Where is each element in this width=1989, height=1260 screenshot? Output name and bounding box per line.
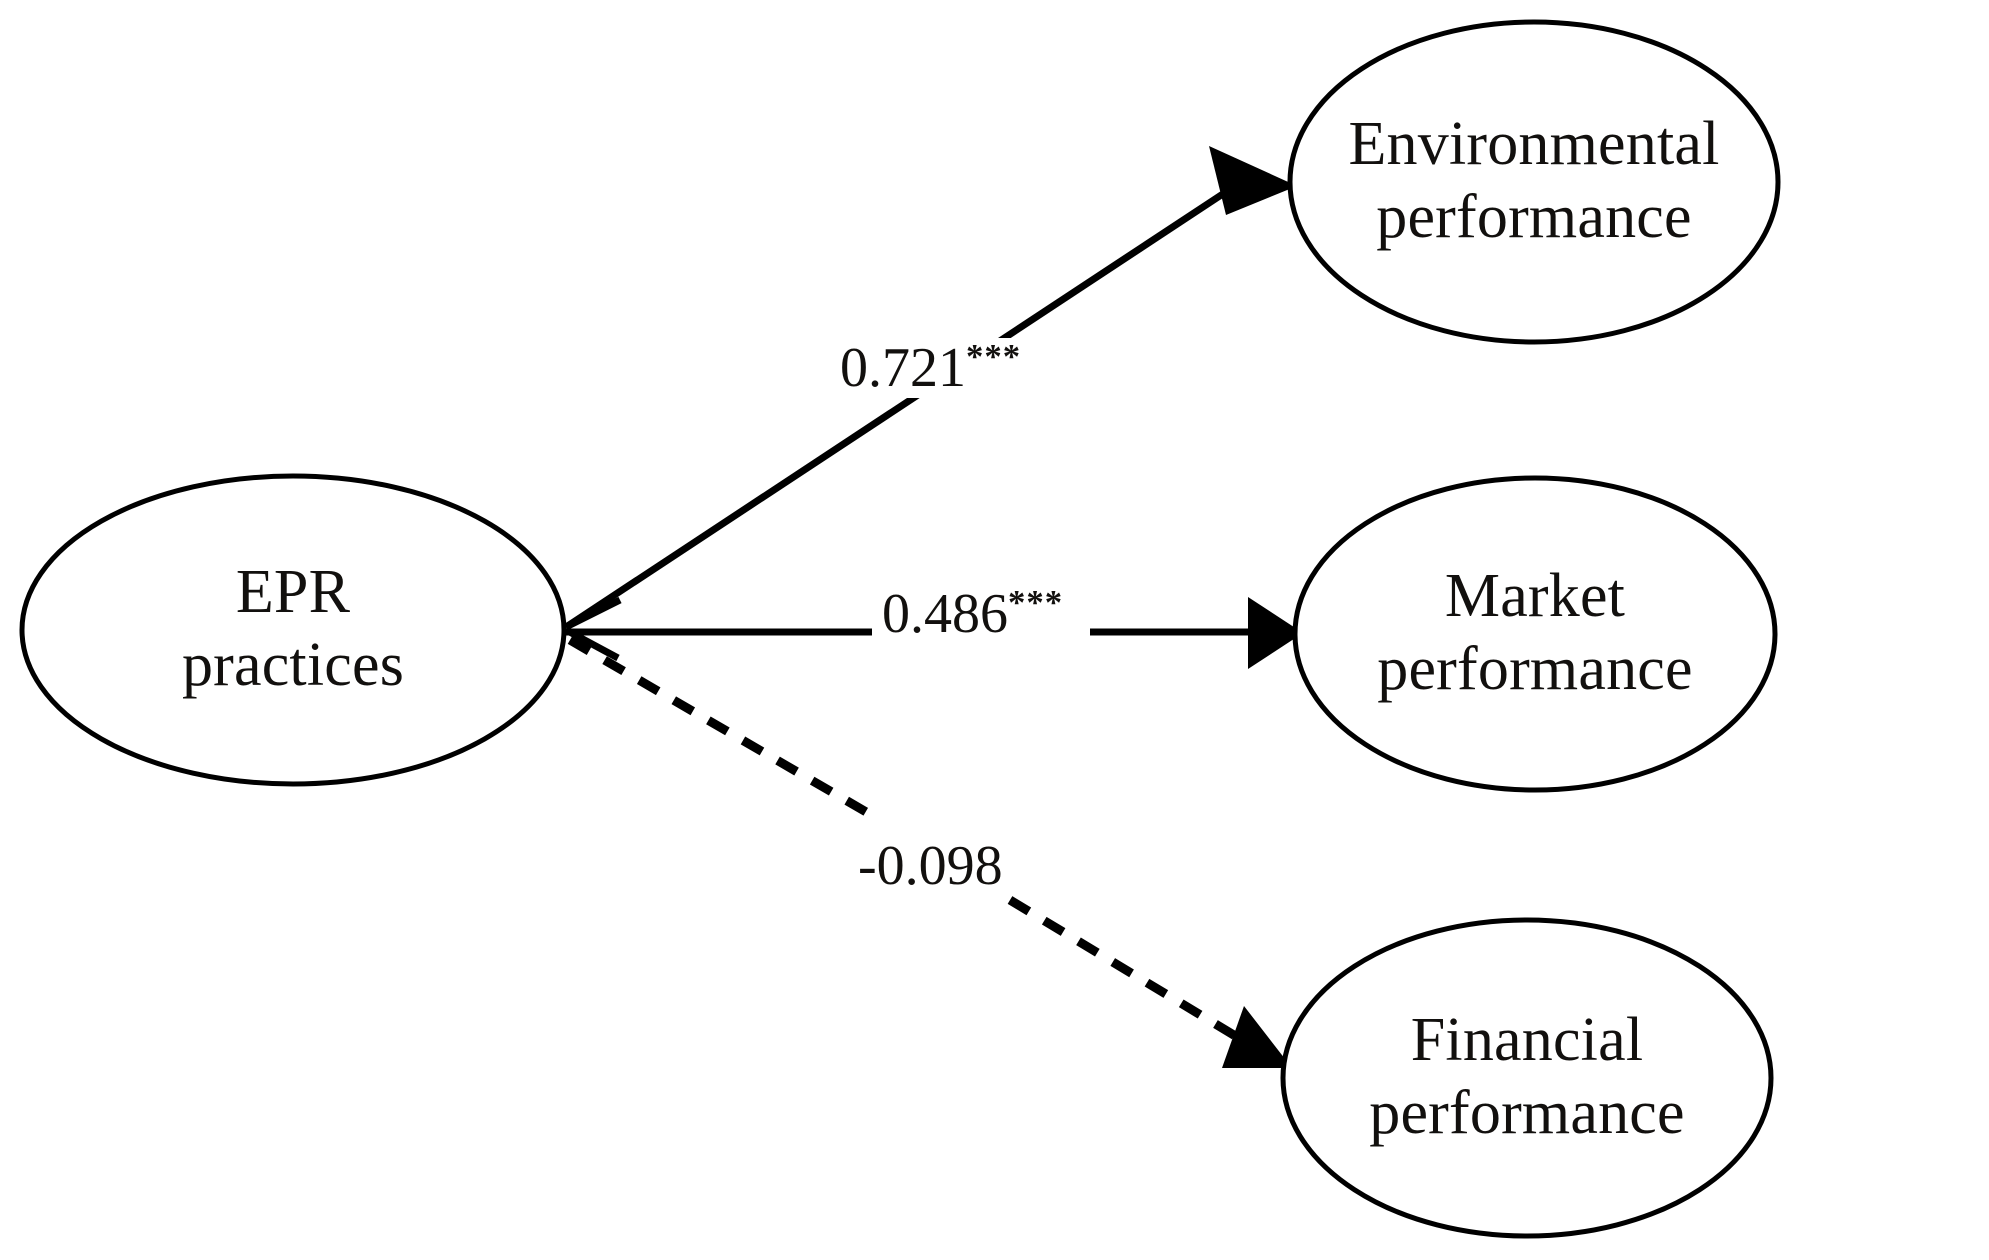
path-label-epr-to-financial: -0.098 (848, 835, 1013, 898)
path-coefficient-epr-to-market: 0.486 (882, 583, 1008, 646)
node-ellipse-market-performance[interactable] (1292, 475, 1778, 793)
junction-tick-upper (564, 596, 622, 631)
arrowhead-market (1248, 597, 1303, 669)
node-ellipse-financial-performance[interactable] (1280, 917, 1774, 1239)
node-ellipse-epr-practices[interactable] (19, 473, 567, 787)
arrowhead-environmental (1209, 146, 1297, 215)
path-line-epr-to-financial-lower (1007, 896, 1245, 1044)
junction-tick-lower (564, 626, 620, 662)
path-line-epr-to-financial-upper (567, 636, 883, 824)
path-label-epr-to-market: 0.486*** (872, 583, 1074, 646)
path-significance-epr-to-environmental: *** (966, 337, 1022, 376)
arrowhead-financial (1222, 1006, 1292, 1068)
path-coefficient-epr-to-financial: -0.098 (858, 835, 1003, 898)
path-line-epr-to-environmental (564, 175, 1249, 630)
path-coefficient-epr-to-environmental: 0.721 (840, 337, 966, 400)
node-ellipse-environmental-performance[interactable] (1287, 19, 1781, 345)
path-label-epr-to-environmental: 0.721*** (830, 337, 1032, 400)
path-significance-epr-to-market: *** (1008, 583, 1064, 622)
